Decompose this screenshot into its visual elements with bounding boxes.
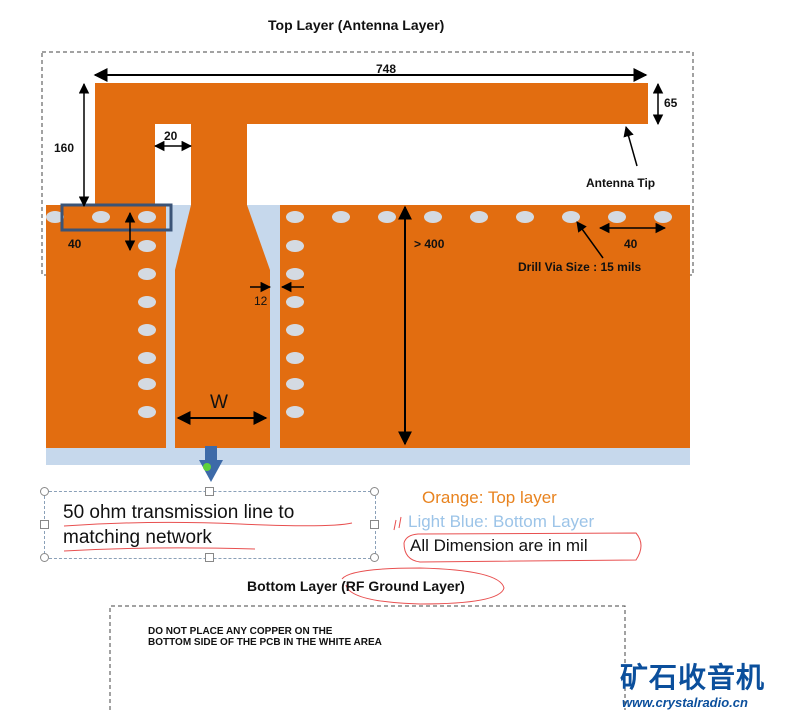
via-pitch-right-label: 40 (624, 237, 638, 251)
gap-label: 20 (164, 129, 178, 143)
drill-via-label: Drill Via Size : 15 mils (518, 260, 642, 274)
transmission-line-textbox[interactable]: 50 ohm transmission line to matching net… (44, 491, 376, 559)
red-tick-marks (393, 516, 402, 531)
resize-handle-r[interactable] (370, 520, 379, 529)
bottom-layer-title: Bottom Layer (RF Ground Layer) (247, 578, 465, 594)
legend-units: All Dimension are in mil (410, 536, 588, 555)
trace-width-label: W (210, 392, 228, 413)
resize-handle-tr[interactable] (370, 487, 379, 496)
textbox-line-2: matching network (63, 527, 212, 548)
clearance-label: 12 (254, 294, 268, 308)
resize-handle-t[interactable] (205, 487, 214, 496)
underline-1 (63, 521, 353, 527)
legend-orange: Orange: Top layer (422, 488, 557, 507)
via-row (46, 211, 672, 223)
feed-down-arrow (199, 446, 223, 482)
watermark-chinese: 矿石收音机 (620, 662, 766, 693)
antenna-short-leg (95, 83, 155, 208)
length-label: 748 (376, 62, 397, 76)
warning-line-1: DO NOT PLACE ANY COPPER ON THE (148, 626, 333, 637)
resize-handle-b[interactable] (205, 553, 214, 562)
ground-height-label: > 400 (414, 237, 445, 251)
rf-ground-circle (341, 567, 505, 605)
drill-via-arrow (576, 221, 604, 259)
height-label: 160 (54, 141, 75, 155)
via-pitch-left-label: 40 (68, 237, 82, 251)
legend-blue: Light Blue: Bottom Layer (408, 512, 595, 531)
textbox-line-1: 50 ohm transmission line to (63, 502, 295, 523)
warning-line-2: BOTTOM SIDE OF THE PCB IN THE WHITE AREA (148, 637, 382, 648)
resize-handle-l[interactable] (40, 520, 49, 529)
resize-handle-bl[interactable] (40, 553, 49, 562)
ground-right (280, 205, 690, 448)
watermark-url: www.crystalradio.cn (622, 695, 748, 710)
top-layer-title: Top Layer (Antenna Layer) (268, 17, 445, 33)
via-pitch-highlight (60, 203, 173, 232)
antenna-arm (95, 83, 648, 124)
underline-2 (63, 547, 256, 552)
resize-handle-tl[interactable] (40, 487, 49, 496)
feed-taper (175, 205, 270, 448)
via-column-right (286, 240, 304, 418)
thickness-label: 65 (664, 96, 678, 110)
via-column-left (138, 240, 156, 418)
antenna-tip-label: Antenna Tip (586, 176, 656, 190)
resize-handle-br[interactable] (370, 553, 379, 562)
antenna-tip-arrow (623, 125, 638, 167)
antenna-feed-leg (191, 83, 247, 208)
bottom-layer-outline (109, 605, 626, 710)
units-circle (403, 532, 642, 563)
